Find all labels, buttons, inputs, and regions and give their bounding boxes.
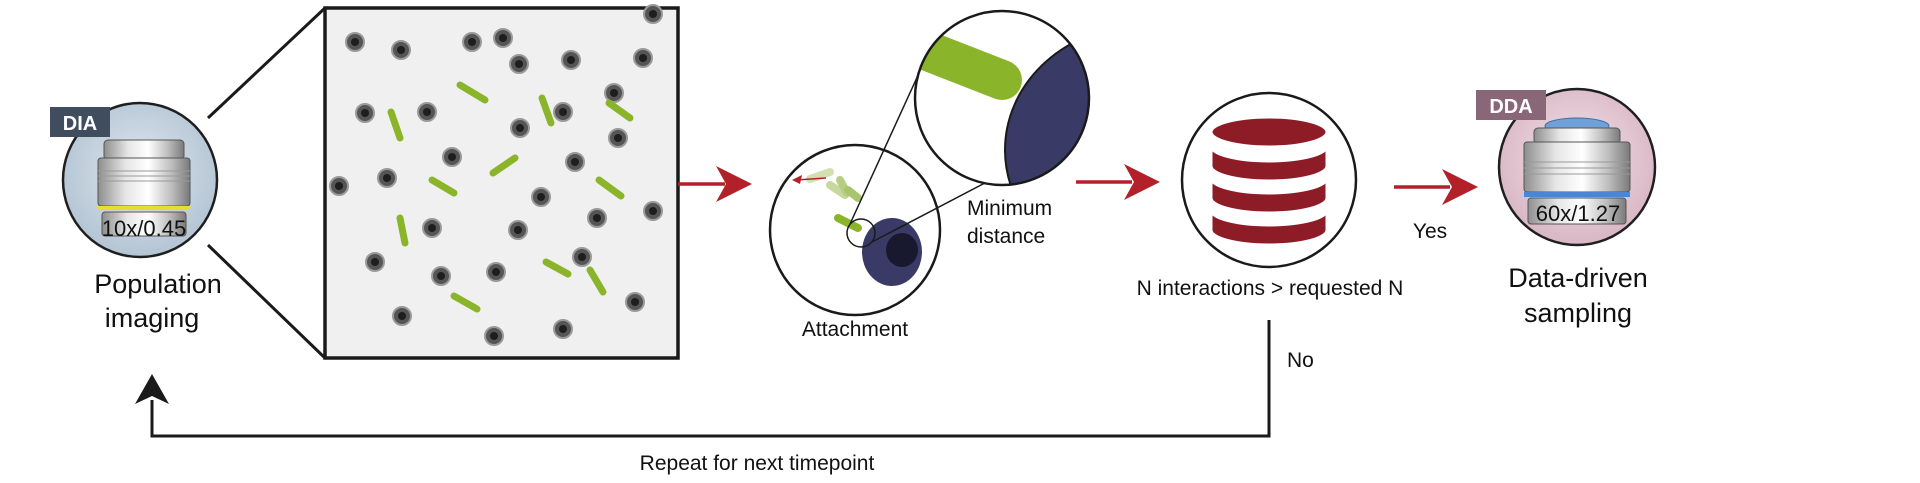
condition-label: N interactions > requested N	[1137, 277, 1404, 300]
field-cell-nucleus	[559, 108, 567, 116]
field-bacterium	[489, 154, 519, 177]
field-bacterium	[542, 258, 572, 278]
dia-badge	[50, 107, 110, 137]
field-bacterium	[595, 176, 625, 200]
field-cell-nucleus	[514, 226, 522, 234]
field-cell-nucleus	[397, 46, 405, 54]
field-bacterium	[586, 266, 607, 296]
field-cell-nucleus	[567, 56, 575, 64]
field-cell-nucleus	[516, 124, 524, 132]
field-cell-nucleus	[361, 109, 369, 117]
dda-badge	[1476, 90, 1546, 120]
field-cell-nucleus	[578, 253, 586, 261]
field-cell-nucleus	[649, 207, 657, 215]
field-cell-nucleus	[351, 38, 359, 46]
field-bacterium	[450, 292, 481, 313]
field-cell-nucleus	[335, 182, 343, 190]
arrow-to-database	[1076, 164, 1160, 200]
data-driven-sampling-label-line2: sampling	[1524, 298, 1632, 328]
zoomed-bacterium	[915, 28, 1022, 100]
feedback-loop-line	[150, 320, 1271, 438]
field-cell-nucleus	[371, 258, 379, 266]
field-cell-nucleus	[383, 174, 391, 182]
field-cell-nucleus	[614, 134, 622, 142]
attachment-zoom-ring	[846, 218, 876, 248]
field-cell-nucleus	[492, 268, 500, 276]
field-bacteria	[387, 81, 634, 313]
dda-objective: 60x/1.27 DDA	[1476, 87, 1657, 247]
field-cell-nucleus	[649, 10, 657, 18]
field-cell-nucleus	[559, 325, 567, 333]
field-bacterium	[456, 81, 489, 104]
minimum-distance-view	[913, 9, 1091, 187]
field-bacterium	[428, 176, 458, 197]
field-cell-nucleus	[639, 54, 647, 62]
database-icon	[1209, 115, 1329, 247]
field-cell-nucleus	[499, 34, 507, 42]
minimum-distance-label-line2: distance	[967, 225, 1045, 248]
field-bacterium	[396, 214, 409, 247]
field-cell-nucleus	[428, 224, 436, 232]
field-bacterium	[387, 108, 404, 142]
field-cell-nucleus	[631, 298, 639, 306]
attachment-zoom-line-top	[849, 59, 926, 225]
dda-badge-label: DDA	[1489, 96, 1532, 118]
zoom-line-top	[206, 6, 327, 120]
field-cell-nucleus	[448, 153, 456, 161]
field-cell-nucleus	[593, 214, 601, 222]
dia-objective-label: 10x/0.45	[102, 216, 186, 241]
feedback-loop	[135, 320, 1271, 438]
attachment-bacteria	[792, 168, 862, 232]
field-bacterium	[605, 99, 634, 122]
arrow-to-attachment	[678, 166, 752, 202]
attachment-cell-icon	[862, 218, 922, 286]
field-cell-nucleus	[610, 89, 618, 97]
field-cell-nucleus	[515, 60, 523, 68]
yes-arrow	[1394, 169, 1478, 205]
field-cell-nucleus	[468, 38, 476, 46]
no-label: No	[1287, 349, 1314, 372]
field-cell-nucleus	[423, 108, 431, 116]
field-cell-nucleus	[537, 193, 545, 201]
dia-objective-lens-icon	[97, 139, 191, 237]
population-field-frame	[323, 6, 680, 360]
data-driven-sampling-label-line1: Data-driven	[1508, 263, 1648, 293]
attachment-view	[768, 59, 1049, 317]
zoom-line-bottom	[206, 243, 327, 360]
database	[1180, 91, 1358, 269]
field-cell-nucleus	[490, 332, 498, 340]
population-field	[323, 4, 680, 360]
zoomed-cell	[1004, 24, 1089, 185]
minimum-distance-label-line1: Minimum	[967, 197, 1052, 220]
minimum-distance-circle	[913, 9, 1091, 187]
dia-badge-label: DIA	[63, 113, 97, 135]
field-cell-nucleus	[571, 158, 579, 166]
dda-objective-label: 60x/1.27	[1536, 201, 1620, 226]
population-imaging-label-line1: Population	[94, 269, 222, 299]
field-bacterium	[538, 94, 555, 127]
yes-label: Yes	[1413, 220, 1447, 243]
dda-objective-lens-icon	[1523, 117, 1631, 225]
population-imaging-label-line2: imaging	[105, 303, 200, 333]
field-cells	[329, 4, 663, 346]
feedback-loop-arrowhead	[135, 374, 169, 404]
field-cell-nucleus	[398, 312, 406, 320]
dia-objective: 10x/0.45 DIA	[50, 101, 219, 259]
field-cell-nucleus	[437, 272, 445, 280]
loop-label: Repeat for next timepoint	[640, 452, 875, 475]
attachment-label: Attachment	[802, 318, 908, 341]
